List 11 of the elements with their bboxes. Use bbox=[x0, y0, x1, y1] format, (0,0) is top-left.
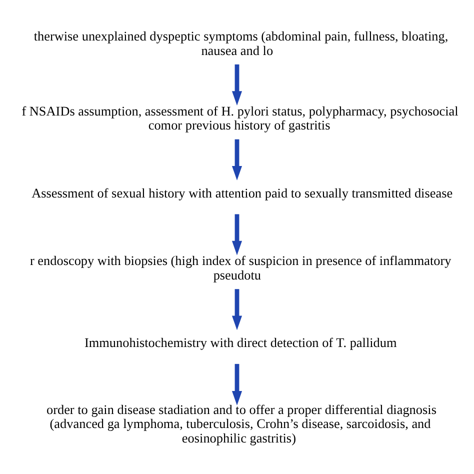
node-text: therwise unexplained dyspeptic symptoms (abdominal pain, fullness, bloating, nausea and lo bbox=[34, 28, 448, 58]
node-text: r endoscopy with biopsies (high index of suspicion in presence of inflammatory pseudotu bbox=[30, 252, 452, 282]
node-text: order to gain disease stadiation and to offer a proper differential diagnosis (advanced ga lymphoma, tuberculosis, Crohn’s disease, sarcoidosis, and eosinophilic gastritis) bbox=[46, 401, 436, 445]
arrow bbox=[232, 363, 242, 405]
arrow bbox=[232, 138, 242, 180]
arrow bbox=[232, 288, 242, 330]
node-text: Immunohistochemistry with direct detection of T. pallidum bbox=[84, 334, 397, 350]
node-text: f NSAIDs assumption, assessment of H. pylori status, polypharmacy, psychosocial comor previous history of gastritis bbox=[22, 102, 458, 132]
arrow bbox=[232, 214, 242, 255]
arrow bbox=[232, 64, 242, 105]
node-text: Assessment of sexual history with attention paid to sexually transmitted disease bbox=[32, 184, 453, 200]
